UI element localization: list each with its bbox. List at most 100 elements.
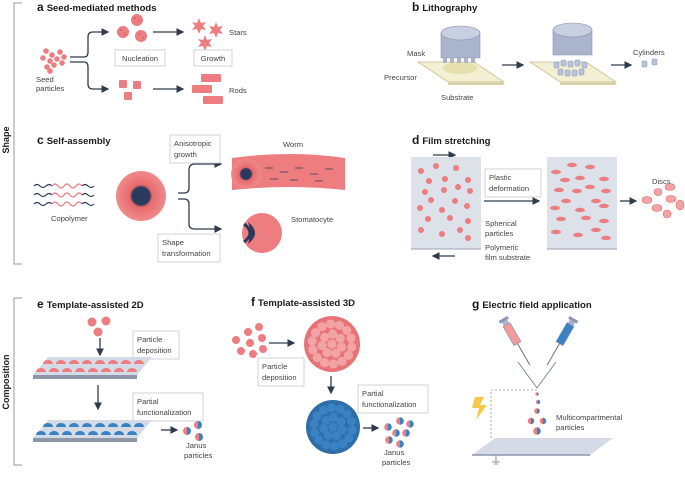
cluster-particle bbox=[336, 342, 347, 352]
template-particle bbox=[127, 431, 137, 435]
seed-label-2: particles bbox=[36, 84, 64, 93]
cluster-particle bbox=[323, 430, 333, 440]
template-2-edge bbox=[33, 438, 137, 442]
janus-particle-half-pink bbox=[406, 420, 410, 428]
arrow-to-worm bbox=[178, 160, 223, 194]
template-2 bbox=[33, 420, 152, 438]
template-particle bbox=[36, 368, 46, 372]
worm-icon bbox=[231, 154, 345, 190]
rods-icon bbox=[192, 74, 223, 104]
template-particle bbox=[82, 423, 92, 427]
droplet-half-blue bbox=[531, 417, 535, 425]
janus-particle-half-blue bbox=[187, 427, 191, 435]
template-particle bbox=[108, 423, 118, 427]
e-janus-label-1: Janus bbox=[186, 441, 206, 450]
janus-particle-half-pink bbox=[385, 436, 389, 444]
cluster-particle bbox=[328, 422, 338, 432]
seed-particles-icon bbox=[40, 48, 67, 74]
collector-plate bbox=[472, 438, 613, 455]
droplet-half-blue bbox=[537, 427, 541, 435]
template-particle bbox=[36, 431, 46, 435]
worm-label: Worm bbox=[283, 140, 303, 149]
e-deposition-label-2: deposition bbox=[137, 346, 172, 355]
precursor-layer bbox=[443, 62, 477, 74]
template-particle bbox=[127, 368, 137, 372]
cluster-particle bbox=[321, 440, 331, 450]
needles bbox=[517, 361, 557, 389]
cluster-particle bbox=[343, 350, 354, 360]
circuit-wire bbox=[490, 389, 537, 440]
template-particle bbox=[49, 431, 59, 435]
growth-label: Growth bbox=[201, 54, 225, 63]
cluster-particle bbox=[308, 345, 318, 355]
janus-particle-half-blue bbox=[388, 423, 392, 431]
composition-label: Composition bbox=[1, 355, 11, 410]
polymeric-label-2: film substrate bbox=[485, 253, 530, 262]
multi-label-2: particles bbox=[556, 423, 584, 432]
f-deposition-label-1: Particle bbox=[262, 362, 287, 371]
rods-label: Rods bbox=[229, 86, 247, 95]
template-particle bbox=[56, 360, 66, 364]
cluster-particle bbox=[329, 412, 339, 422]
spherical-label-2: particles bbox=[485, 229, 513, 238]
janus-particle-half-pink bbox=[392, 429, 396, 437]
janus-particle-half-pink bbox=[402, 429, 406, 437]
nuclei-icon bbox=[117, 14, 147, 42]
template-particle bbox=[114, 368, 124, 372]
template-particle bbox=[82, 360, 92, 364]
arrow-to-nucleation bbox=[70, 28, 110, 58]
copolymer-label: Copolymer bbox=[51, 214, 88, 223]
cluster-particle bbox=[331, 348, 341, 358]
composition-bracket bbox=[13, 297, 22, 466]
template-particle bbox=[121, 360, 131, 364]
cluster-particle bbox=[314, 435, 324, 445]
cluster-particle bbox=[338, 439, 348, 449]
droplet-half-blue bbox=[537, 408, 540, 414]
cylinders-icon bbox=[641, 58, 658, 68]
cluster-particle bbox=[328, 359, 339, 369]
cluster-particle bbox=[346, 333, 356, 343]
cluster-particle bbox=[347, 342, 357, 352]
mask-1 bbox=[440, 25, 481, 63]
cluster-particle bbox=[327, 339, 337, 349]
template-particle bbox=[121, 423, 131, 427]
cluster-particle bbox=[342, 409, 352, 419]
cluster-particle bbox=[337, 356, 347, 366]
cluster-particle bbox=[310, 428, 320, 438]
discs-label: Discs bbox=[652, 177, 671, 186]
syringe-blue-icon bbox=[546, 316, 579, 366]
cluster-particle bbox=[337, 425, 347, 435]
droplet-half-blue bbox=[537, 392, 539, 396]
seed-label-1: Seed bbox=[36, 75, 54, 84]
droplet-half-pink bbox=[527, 417, 531, 425]
stretched-particles bbox=[550, 162, 611, 241]
janus-particle-half-blue bbox=[400, 440, 404, 448]
template-particle bbox=[95, 360, 105, 364]
template-particle bbox=[134, 360, 144, 364]
stars-label: Stars bbox=[229, 28, 247, 37]
growth-box bbox=[193, 49, 233, 67]
template-particle bbox=[95, 423, 105, 427]
janus-particle-half-blue bbox=[400, 417, 404, 425]
shape-transformation-label-1: Shape bbox=[162, 238, 184, 247]
template-particle bbox=[62, 431, 72, 435]
cluster-particle bbox=[321, 415, 331, 425]
template-particle bbox=[101, 431, 111, 435]
janus-particle-half-pink bbox=[183, 427, 187, 435]
template-1 bbox=[33, 357, 152, 375]
template-particle bbox=[43, 423, 53, 427]
anisotropic-label-1: Anisotropic bbox=[174, 139, 212, 148]
janus-particle-half-blue bbox=[199, 433, 203, 441]
polymeric-label-1: Polymeric bbox=[485, 243, 519, 252]
cluster-particle bbox=[325, 319, 336, 329]
cluster-particle bbox=[320, 358, 330, 368]
template-particle bbox=[56, 423, 66, 427]
cluster-particle bbox=[317, 322, 327, 332]
cluster-particle bbox=[332, 431, 342, 441]
